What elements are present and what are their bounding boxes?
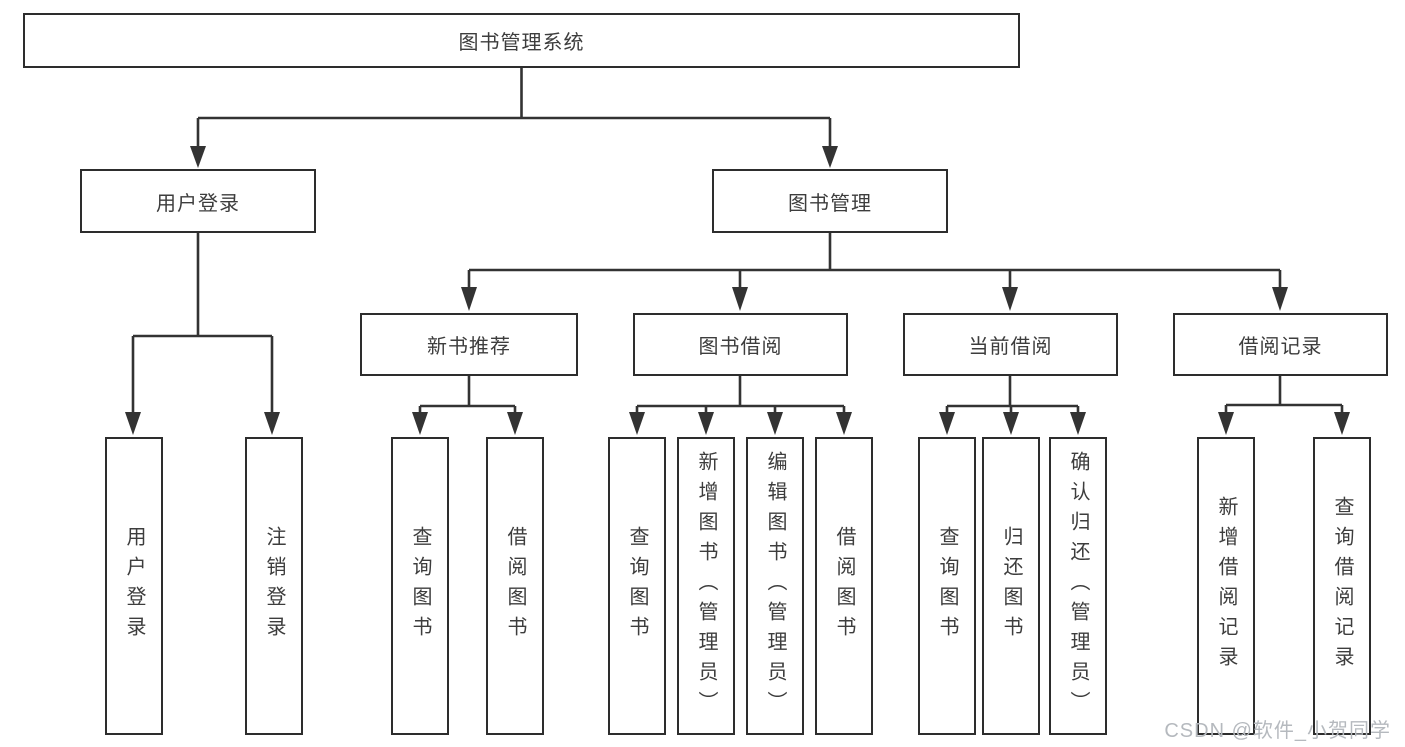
leaf-user-login-label: 用户登录: [123, 526, 145, 646]
leaf-add-books-admin-label: 新增图书（管理员）: [695, 451, 717, 721]
leaf-query-books-current-label: 查询图书: [936, 526, 958, 646]
leaf-borrow-books-recommend-label: 借阅图书: [504, 526, 526, 646]
leaf-query-borrow-record-label: 查询借阅记录: [1331, 496, 1353, 676]
leaf-user-login: 用户登录: [105, 437, 163, 735]
leaf-query-books-borrow: 查询图书: [608, 437, 666, 735]
leaf-return-books: 归还图书: [982, 437, 1040, 735]
csdn-watermark: CSDN @软件_小贺同学: [1164, 720, 1391, 742]
leaf-add-borrow-record: 新增借阅记录: [1197, 437, 1255, 735]
connector-book-management-split: [461, 233, 1288, 311]
leaf-query-books-recommend-label: 查询图书: [409, 526, 431, 646]
leaf-query-borrow-record: 查询借阅记录: [1313, 437, 1371, 735]
leaf-query-books-current: 查询图书: [918, 437, 976, 735]
leaf-query-books-borrow-label: 查询图书: [626, 526, 648, 646]
leaf-add-books-admin: 新增图书（管理员）: [677, 437, 735, 735]
connector-borrow-record-split: [1218, 376, 1350, 435]
leaf-borrow-books-label: 借阅图书: [833, 526, 855, 646]
connector-current-borrow-split: [939, 376, 1086, 435]
node-borrow-record: 借阅记录: [1173, 313, 1388, 376]
connector-new-book-recommend-split: [412, 376, 523, 435]
node-book-borrow: 图书借阅: [633, 313, 848, 376]
leaf-confirm-return-admin: 确认归还（管理员）: [1049, 437, 1107, 735]
node-book-management: 图书管理: [712, 169, 948, 233]
leaf-add-borrow-record-label: 新增借阅记录: [1215, 496, 1237, 676]
leaf-borrow-books: 借阅图书: [815, 437, 873, 735]
leaf-borrow-books-recommend: 借阅图书: [486, 437, 544, 735]
leaf-logout-label: 注销登录: [263, 526, 285, 646]
leaf-confirm-return-admin-label: 确认归还（管理员）: [1067, 451, 1089, 721]
connector-root-split: [190, 68, 838, 168]
node-new-book-recommend: 新书推荐: [360, 313, 578, 376]
leaf-edit-books-admin-label: 编辑图书（管理员）: [764, 451, 786, 721]
node-user-login: 用户登录: [80, 169, 316, 233]
leaf-return-books-label: 归还图书: [1000, 526, 1022, 646]
leaf-query-books-recommend: 查询图书: [391, 437, 449, 735]
leaf-logout: 注销登录: [245, 437, 303, 735]
leaf-edit-books-admin: 编辑图书（管理员）: [746, 437, 804, 735]
node-library-management-system: 图书管理系统: [23, 13, 1020, 68]
connector-user-login-split: [125, 233, 280, 435]
connector-book-borrow-split: [629, 376, 852, 435]
node-current-borrow: 当前借阅: [903, 313, 1118, 376]
